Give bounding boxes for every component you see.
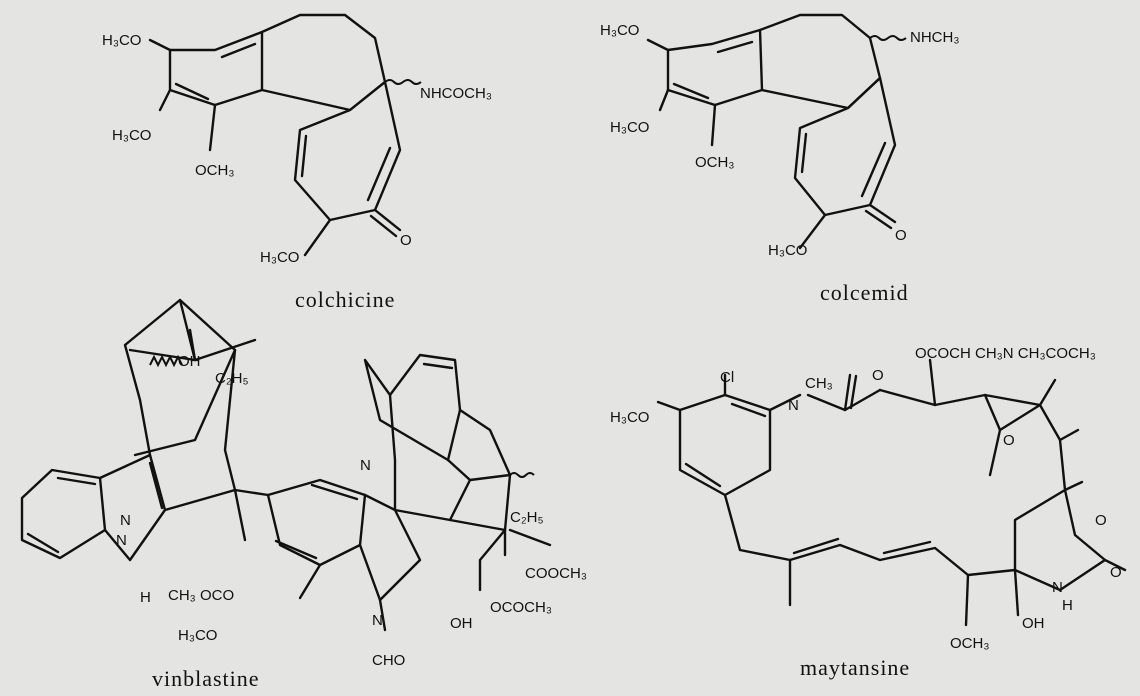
colchicine-label-1: H₃CO: [102, 32, 141, 49]
vinblastine-label-10: N: [360, 457, 371, 474]
colcemid-label-5: NHCH₃: [910, 29, 959, 46]
maytansine-label-10: N: [1052, 579, 1063, 596]
maytansine-label-7: O: [1003, 432, 1015, 449]
maytansine-label-5: H₃CO: [610, 409, 649, 426]
maytansine-label-9: O: [1110, 564, 1122, 581]
maytansine-label-11: H: [1062, 597, 1073, 614]
vinblastine-label-2: C₂H₅: [215, 370, 249, 387]
maytansine-label-13: OCH₃: [950, 635, 989, 652]
vinblastine-label-12: COOCH₃: [525, 565, 587, 582]
colcemid-label-3: OCH₃: [695, 154, 734, 171]
vinblastine-label-5: H: [140, 589, 151, 606]
caption-maytansine: maytansine: [800, 655, 910, 680]
vinblastine-label-6: CH₃ OCO: [168, 587, 234, 604]
vinblastine-label-3: N: [120, 512, 131, 529]
vinblastine-label-14: OH: [450, 615, 473, 632]
colcemid-label-2: H₃CO: [610, 119, 649, 136]
maytansine-label-4: O: [872, 367, 884, 384]
colchicine-label-3: OCH₃: [195, 162, 234, 179]
colcemid-label-6: O: [895, 227, 907, 244]
colchicine-label-2: H₃CO: [112, 127, 151, 144]
colcemid-label-1: H₃CO: [600, 22, 639, 39]
colcemid-structure: H₃CO H₃CO OCH₃ H₃CO NHCH₃ O colcemid: [600, 13, 959, 305]
maytansine-label-12: OH: [1022, 615, 1045, 632]
caption-vinblastine: vinblastine: [152, 666, 260, 691]
colchicine-structure: H₃CO H₃CO OCH₃ H₃CO NHCOCH₃ O colchicine: [102, 13, 492, 312]
caption-colcemid: colcemid: [820, 280, 909, 305]
vinblastine-label-13: OCOCH₃: [490, 599, 552, 616]
vinblastine-label-11: C₂H₅: [510, 509, 544, 526]
maytansine-label-8: O: [1095, 512, 1107, 529]
colchicine-label-4: H₃CO: [260, 249, 299, 266]
vinblastine-label-4: N: [116, 532, 127, 549]
colcemid-label-4: H₃CO: [768, 242, 807, 259]
maytansine-label-3: N: [788, 397, 799, 414]
caption-colchicine: colchicine: [295, 287, 395, 312]
vinblastine-label-9: CHO: [372, 652, 405, 669]
vinblastine-label-8: N: [372, 612, 383, 629]
vinblastine-structure: OH C₂H₅ N N H CH₃ OCO H₃CO N CHO N C₂H₅ …: [20, 298, 587, 691]
colchicine-label-6: O: [400, 232, 412, 249]
maytansine-label-1: Cl: [720, 369, 734, 386]
maytansine-label-6: OCOCH CH₃N CH₃COCH₃: [915, 345, 1096, 362]
maytansine-structure: Cl CH₃ N O H₃CO OCOCH CH₃N CH₃COCH₃ O O …: [610, 345, 1127, 680]
maytansine-label-2: CH₃: [805, 375, 833, 392]
colchicine-label-5: NHCOCH₃: [420, 85, 492, 102]
vinblastine-label-1: OH: [178, 353, 201, 370]
vinblastine-label-7: H₃CO: [178, 627, 217, 644]
